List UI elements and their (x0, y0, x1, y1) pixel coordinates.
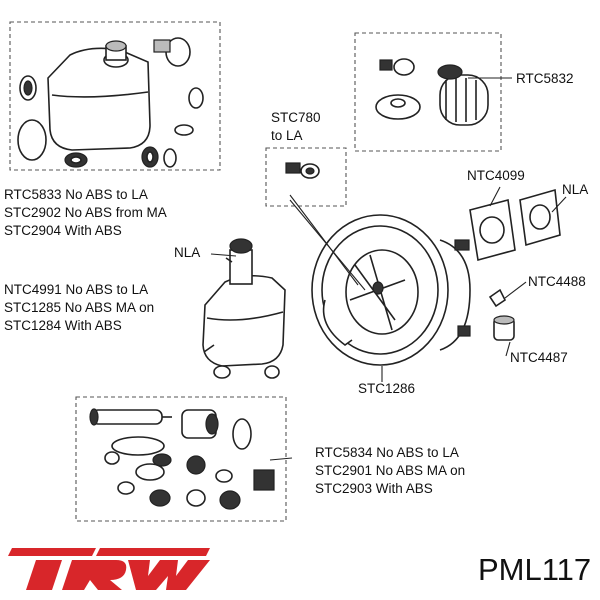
callout-stc1286: STC1286 (358, 381, 416, 396)
stc780-grommet (285, 162, 320, 179)
kit-line: RTC5833 No ABS to LA (4, 187, 148, 202)
gasket-plates (469, 188, 561, 262)
kit-line: STC1284 With ABS (4, 318, 122, 333)
kit-line: STC2902 No ABS from MA (4, 205, 167, 220)
small-parts (488, 288, 515, 341)
kit-line: STC2904 With ABS (4, 223, 122, 238)
group-box-seals (75, 396, 287, 522)
kit-line: STC1285 No ABS MA on (4, 300, 155, 315)
callout-nla-top: NLA (562, 182, 589, 197)
trw-logo (8, 548, 210, 590)
part-number: PML117 (478, 552, 592, 587)
callout-ntc4488: NTC4488 (528, 274, 586, 289)
brake-booster (311, 214, 471, 366)
reservoir-kit-mid (202, 238, 286, 379)
reservoir-kit-top (17, 37, 204, 168)
kit-line: STC2901 No ABS MA on (315, 463, 466, 478)
kit-reservoir-top-list: RTC5833 No ABS to LA STC2902 No ABS from… (4, 186, 167, 240)
kit-reservoir-mid-list: NTC4991 No ABS to LA STC1285 No ABS MA o… (4, 281, 154, 335)
seals-kit (89, 408, 275, 510)
callout-stc780: STC780 to LA (271, 109, 321, 145)
callout-ntc4487: NTC4487 (510, 350, 568, 365)
callout-nla-left: NLA (174, 245, 201, 260)
kit-line: RTC5834 No ABS to LA (315, 445, 459, 460)
kit-line: STC2903 With ABS (315, 481, 433, 496)
group-box-rtc5832 (354, 32, 502, 152)
leader-lines (210, 77, 567, 461)
group-box-stc780 (265, 147, 347, 207)
kit-line: NTC4991 No ABS to LA (4, 282, 149, 297)
rtc5832-parts (375, 58, 489, 126)
group-box-reservoir-top (9, 21, 221, 171)
callout-stc780-line2: to LA (271, 128, 303, 143)
kit-seals-list: RTC5834 No ABS to LA STC2901 No ABS MA o… (315, 444, 465, 498)
callout-ntc4099: NTC4099 (467, 168, 525, 183)
callout-rtc5832: RTC5832 (516, 71, 574, 86)
callout-stc780-line1: STC780 (271, 110, 321, 125)
